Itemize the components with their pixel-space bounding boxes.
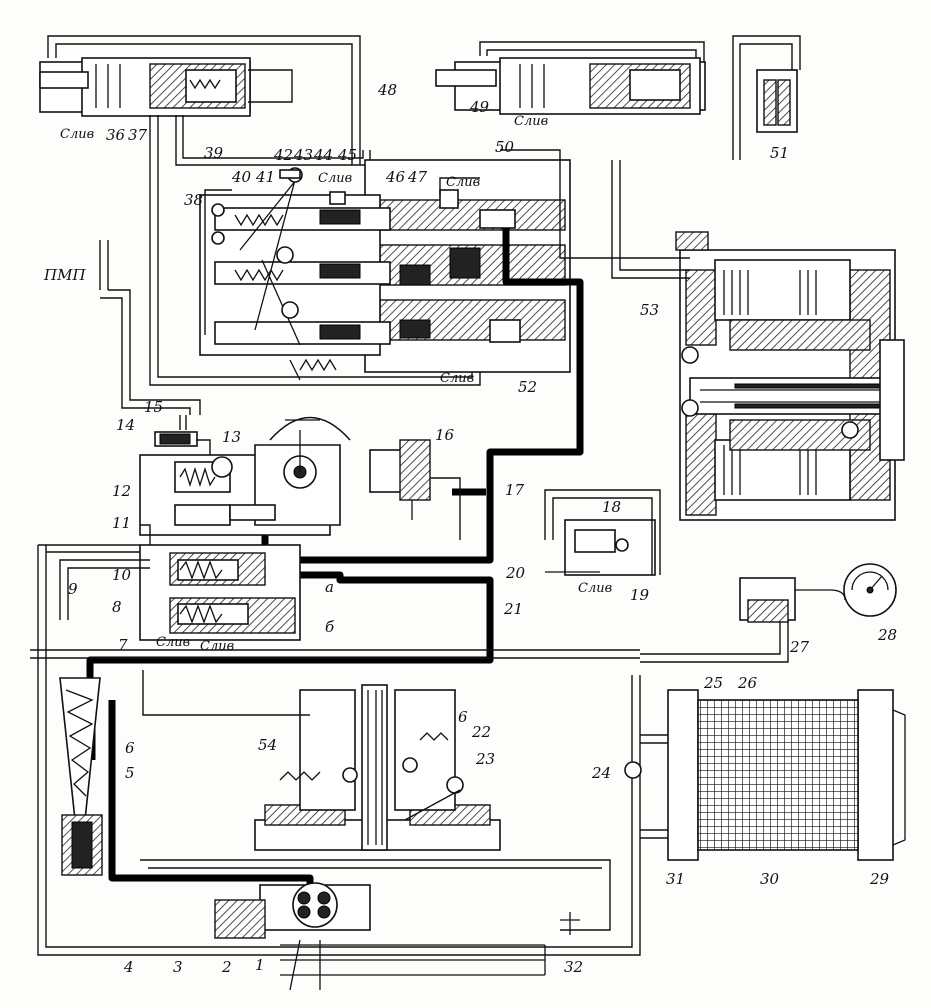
label-41: 41 (255, 168, 275, 186)
label-8: 8 (112, 598, 122, 616)
label-31: 31 (666, 870, 685, 888)
label-b: б (325, 618, 335, 636)
label-44: 44 (313, 146, 333, 164)
label-10: 10 (112, 566, 132, 584)
valve-16 (369, 439, 461, 540)
label-6: 6 (125, 739, 135, 757)
label-5: 5 (125, 764, 135, 782)
label-48: 48 (377, 81, 397, 99)
label-40: 40 (231, 168, 252, 186)
label-25: 25 (703, 674, 723, 692)
label-38: 38 (184, 191, 203, 209)
label-53: 53 (640, 301, 659, 319)
label-50: 50 (495, 138, 515, 156)
label-13: 13 (222, 428, 241, 446)
label-2: 2 (221, 958, 232, 976)
label-14: 14 (116, 416, 135, 434)
booster-cylinder-right (435, 41, 706, 115)
label-43: 43 (293, 146, 313, 164)
label-36: 36 (106, 126, 126, 144)
label-42: 42 (273, 146, 293, 164)
label-1: 1 (255, 956, 265, 974)
drain-label-4: Слив (446, 175, 480, 190)
label-52: 52 (518, 378, 537, 396)
main-valve-block (139, 415, 351, 641)
drain-label-8: Слив (200, 639, 234, 654)
label-3: 3 (173, 958, 183, 976)
drain-label-7: Слив (156, 635, 190, 650)
label-19: 19 (630, 586, 650, 604)
label-24: 24 (591, 764, 611, 782)
pmp-lines (99, 240, 201, 415)
label-11: 11 (112, 514, 131, 532)
label-16: 16 (435, 426, 455, 444)
solenoid-51 (732, 35, 801, 160)
label-18: 18 (602, 498, 621, 516)
drain-label-1: Слив (60, 127, 94, 142)
label-7: 7 (118, 636, 128, 654)
gear-pump-1 (214, 882, 580, 991)
label-a: а (325, 578, 334, 596)
label-23: 23 (475, 750, 495, 768)
label-27: 27 (789, 638, 810, 656)
clutch-assembly-53 (500, 149, 905, 521)
label-37: 37 (128, 126, 148, 144)
case-outline (30, 524, 789, 956)
booster-cylinder-left (39, 35, 361, 165)
label-21: 21 (503, 600, 523, 618)
radiator (624, 689, 906, 861)
label-29: 29 (869, 870, 890, 888)
label-pmp: ПМП (43, 266, 86, 284)
drain-label-2: Слив (514, 114, 548, 129)
label-12: 12 (112, 482, 131, 500)
label-20: 20 (505, 564, 526, 582)
label-49: 49 (469, 98, 490, 116)
label-26: 26 (737, 674, 758, 692)
valve-18 (544, 489, 661, 576)
label-32: 32 (564, 958, 583, 976)
label-30: 30 (760, 870, 780, 888)
label-4: 4 (123, 958, 134, 976)
label-17: 17 (505, 481, 525, 499)
gauge-28 (843, 563, 897, 617)
label-28: 28 (877, 626, 897, 644)
control-valve-block (149, 115, 571, 386)
label-51: 51 (770, 144, 789, 162)
label-6b: 6 (458, 708, 468, 726)
label-46: 46 (385, 168, 406, 186)
gearbox-center (142, 670, 501, 851)
label-9: 9 (68, 580, 78, 598)
filter-5-6 (59, 677, 103, 876)
labels: 1 2 3 4 5 6 7 8 9 10 11 12 13 14 15 16 1… (43, 81, 897, 976)
label-39: 39 (204, 144, 224, 162)
label-47: 47 (407, 168, 428, 186)
label-54: 54 (258, 736, 277, 754)
drain-label-5: Слив (440, 371, 474, 386)
label-45: 45 (337, 146, 357, 164)
sensor-27 (739, 577, 846, 623)
label-15: 15 (144, 398, 163, 416)
drain-label-6: Слив (578, 581, 612, 596)
label-22: 22 (471, 723, 491, 741)
drain-label-3: Слив (318, 171, 352, 186)
